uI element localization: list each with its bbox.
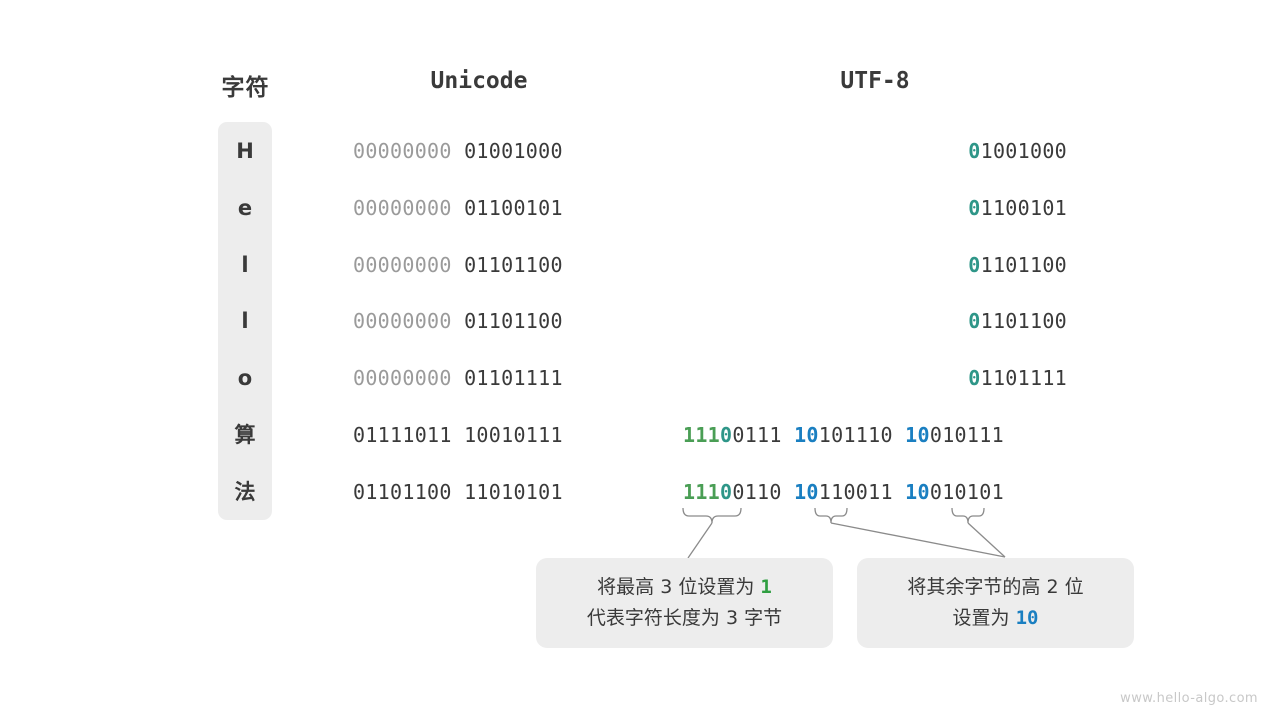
column-header-unicode: Unicode [430, 68, 528, 94]
character-cell: o [237, 366, 253, 390]
callout-line: 将最高 3 位设置为 1 [597, 572, 772, 603]
callout-text: 将最高 3 位设置为 [597, 576, 761, 598]
column-header-character: 字符 [221, 75, 270, 101]
unicode-value: 00000000 01100101 [353, 193, 563, 223]
unicode-low-byte: 01001000 [464, 139, 563, 163]
utf8-length-terminator: 0 [720, 423, 733, 447]
brace-length-prefix [682, 507, 742, 524]
utf8-continuation-prefix: 10 [794, 423, 819, 447]
character-column-strip [218, 122, 272, 520]
callout-highlight-value: 10 [1015, 607, 1039, 629]
utf8-value: 01100101 [867, 193, 1067, 223]
utf8-continuation-prefix: 10 [905, 480, 930, 504]
watermark: www.hello-algo.com [1120, 691, 1258, 706]
callout-length-prefix: 将最高 3 位设置为 1 代表字符长度为 3 字节 [536, 558, 833, 648]
utf8-payload-bits: 1100101 [980, 196, 1067, 220]
character-cell: l [241, 309, 249, 333]
brace-continuation-2 [951, 507, 985, 524]
utf8-value: 01101100 [867, 306, 1067, 336]
unicode-high-byte: 00000000 [353, 253, 452, 277]
character-cell: H [236, 139, 254, 163]
utf8-prefix-bit: 0 [968, 366, 981, 390]
leader-line-length-prefix [687, 522, 713, 559]
utf8-length-prefix: 111 [683, 480, 721, 504]
unicode-high-byte: 00000000 [353, 139, 452, 163]
callout-line: 设置为 10 [953, 603, 1039, 634]
unicode-value: 00000000 01101111 [353, 363, 563, 393]
callout-line: 将其余字节的高 2 位 [907, 576, 1084, 598]
utf8-value: 01001000 [867, 136, 1067, 166]
utf8-value: 01101111 [867, 363, 1067, 393]
utf8-payload-bits: 1001000 [980, 139, 1067, 163]
unicode-low-byte: 01101100 [464, 309, 563, 333]
unicode-value: 00000000 01001000 [353, 136, 563, 166]
unicode-value: 01101100 11010101 [353, 477, 563, 507]
utf8-payload-bits: 0111 [732, 423, 782, 447]
unicode-high-byte: 01111011 [353, 423, 452, 447]
leader-line-continuation-1 [830, 522, 1006, 558]
unicode-low-byte: 01100101 [464, 196, 563, 220]
callout-continuation-prefix: 将其余字节的高 2 位 设置为 10 [857, 558, 1134, 648]
utf8-length-prefix: 111 [683, 423, 721, 447]
character-cell: e [237, 196, 253, 220]
utf8-prefix-bit: 0 [968, 196, 981, 220]
leader-line-continuation-2 [967, 522, 1006, 558]
character-cell: 算 [234, 423, 256, 447]
utf8-prefix-bit: 0 [968, 309, 981, 333]
unicode-high-byte: 00000000 [353, 196, 452, 220]
utf8-prefix-bit: 0 [968, 253, 981, 277]
character-cell: l [241, 253, 249, 277]
utf8-continuation-prefix: 10 [905, 423, 930, 447]
utf8-value: 11100111 10101110 10010111 [683, 420, 1004, 450]
unicode-value: 00000000 01101100 [353, 250, 563, 280]
unicode-low-byte: 01101111 [464, 366, 563, 390]
utf8-payload-bits: 010101 [929, 480, 1004, 504]
utf8-payload-bits: 1101111 [980, 366, 1067, 390]
utf8-value: 11100110 10110011 10010101 [683, 477, 1004, 507]
utf8-payload-bits: 101110 [818, 423, 893, 447]
character-cell: 法 [234, 480, 256, 504]
utf8-payload-bits: 1101100 [980, 309, 1067, 333]
unicode-value: 00000000 01101100 [353, 306, 563, 336]
unicode-value: 01111011 10010111 [353, 420, 563, 450]
callout-highlight-value: 1 [760, 576, 772, 598]
unicode-low-byte: 10010111 [464, 423, 563, 447]
callout-text: 设置为 [952, 607, 1016, 629]
unicode-high-byte: 00000000 [353, 366, 452, 390]
callout-line: 代表字符长度为 3 字节 [586, 607, 783, 629]
utf8-continuation-prefix: 10 [794, 480, 819, 504]
unicode-high-byte: 01101100 [353, 480, 452, 504]
unicode-low-byte: 01101100 [464, 253, 563, 277]
brace-continuation-1 [814, 507, 848, 524]
utf8-payload-bits: 0110 [732, 480, 782, 504]
unicode-high-byte: 00000000 [353, 309, 452, 333]
utf8-length-terminator: 0 [720, 480, 733, 504]
unicode-low-byte: 11010101 [464, 480, 563, 504]
utf8-value: 01101100 [867, 250, 1067, 280]
utf8-payload-bits: 010111 [929, 423, 1004, 447]
utf8-payload-bits: 1101100 [980, 253, 1067, 277]
utf8-payload-bits: 110011 [818, 480, 893, 504]
utf8-prefix-bit: 0 [968, 139, 981, 163]
column-header-utf8: UTF-8 [840, 68, 910, 94]
